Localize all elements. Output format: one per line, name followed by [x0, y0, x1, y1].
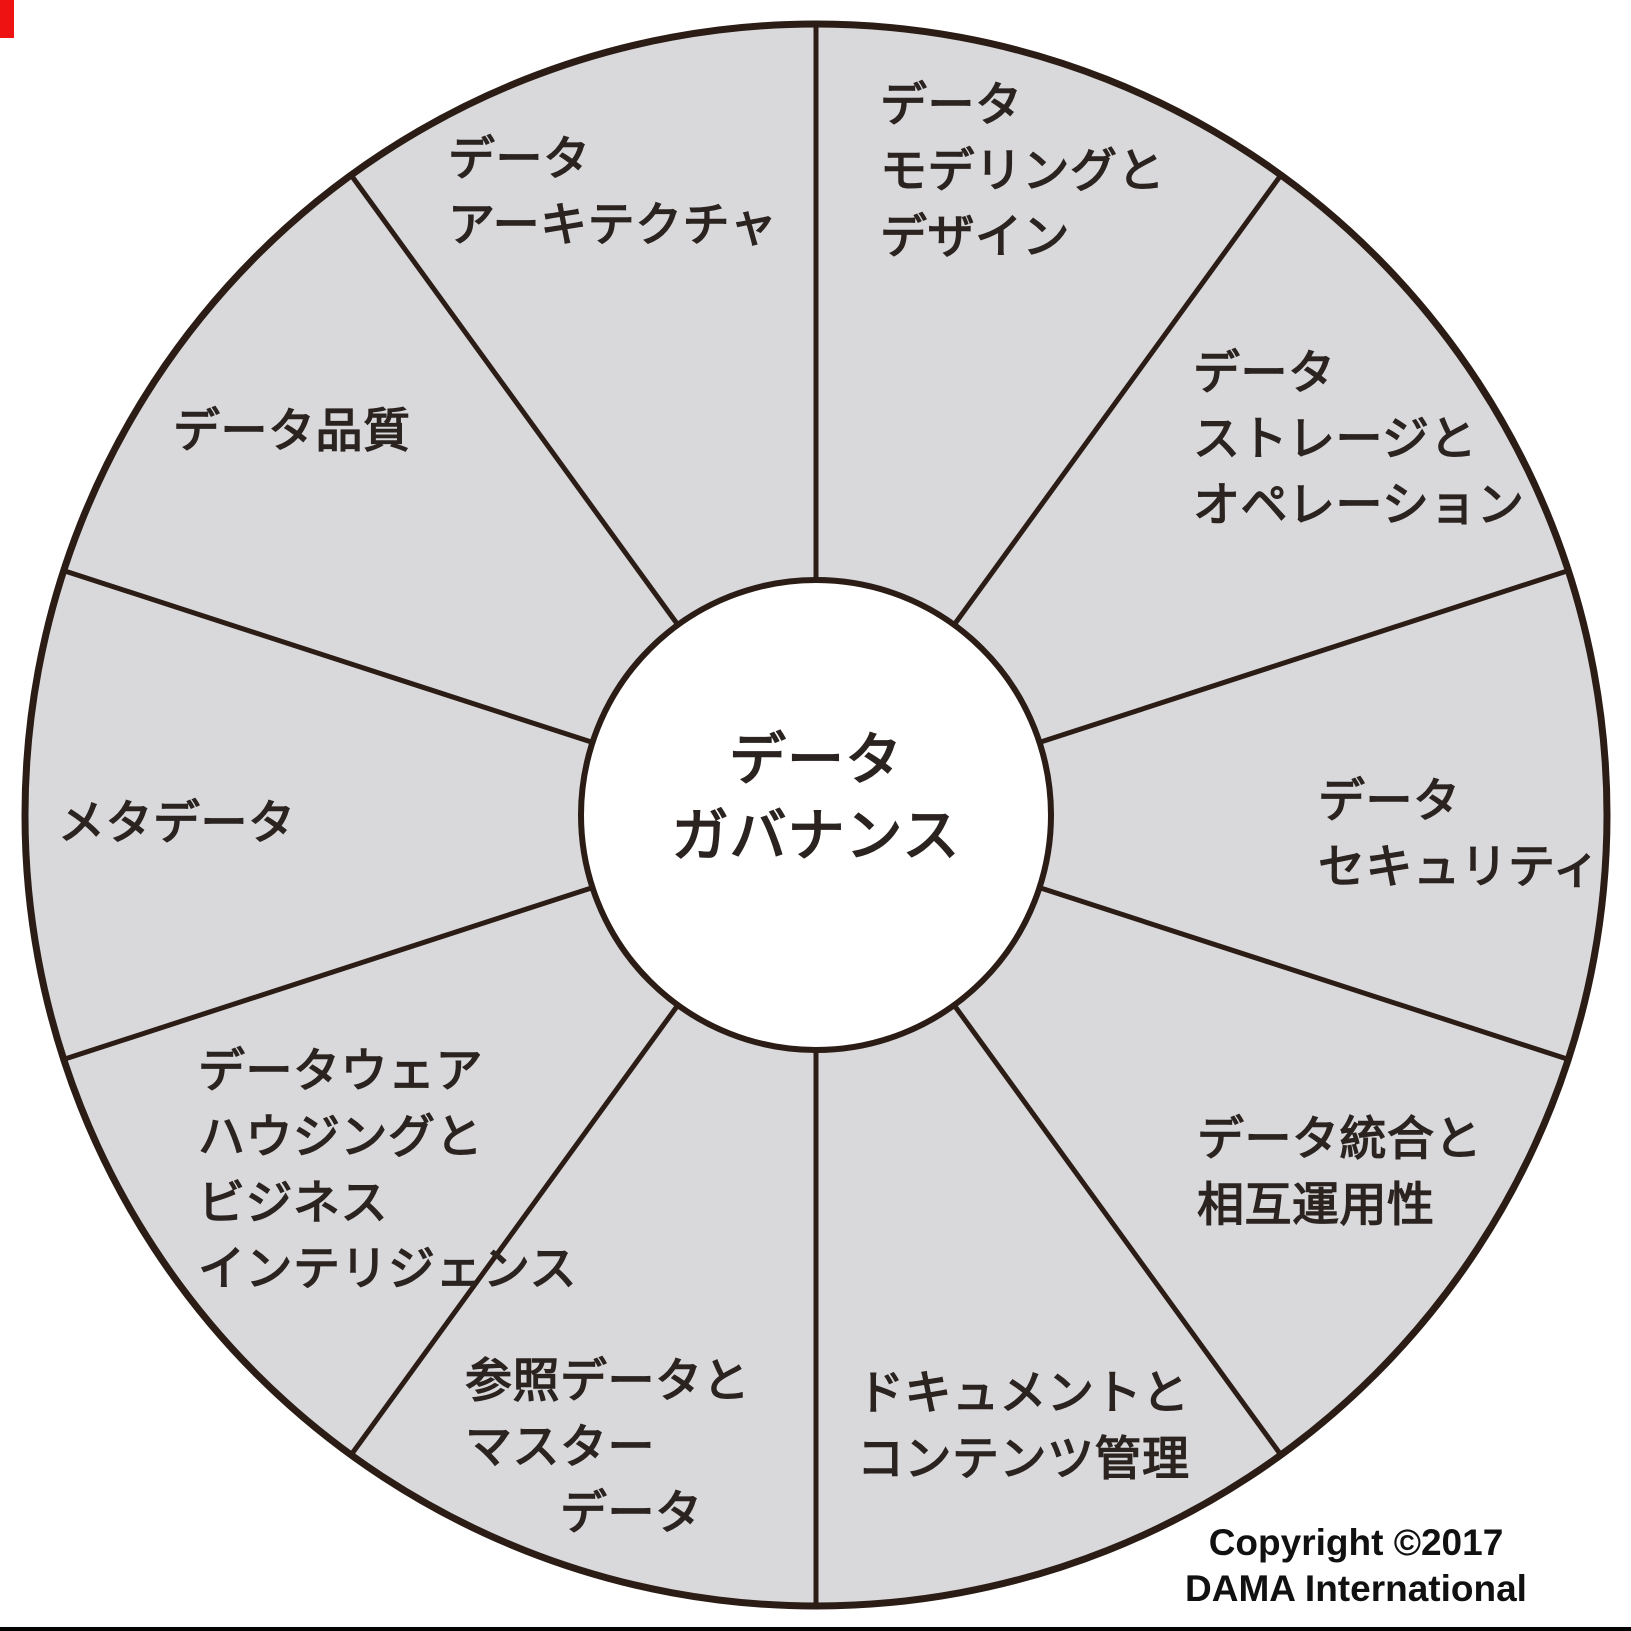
segment-label-data-storage-operations: データ ストレージと オペレーション: [1193, 346, 1525, 531]
segment-divider-line: [952, 173, 1283, 627]
segment-label-data-modeling-design: データ モデリングと デザイン: [880, 78, 1165, 263]
segment-label-metadata: メタデータ: [58, 796, 296, 849]
red-corner-mark: [0, 0, 14, 38]
segment-dividers: [62, 24, 1570, 1606]
segment-divider-line: [62, 885, 594, 1062]
segment-divider-line: [952, 1003, 1283, 1457]
copyright-notice: Copyright ©2017 DAMA International: [1185, 1522, 1527, 1609]
segment-label-data-security: データ セキュリティ: [1318, 774, 1601, 893]
segment-divider-line: [62, 568, 594, 745]
segment-label-data-quality: データ品質: [173, 404, 411, 457]
segment-divider-line: [349, 1003, 680, 1457]
segment-label-data-warehousing-bi: データウェア ハウジングと ビジネス インテリジェンス: [198, 1044, 578, 1295]
segment-label-reference-master-data: 参照データと マスター データ: [465, 1354, 750, 1539]
segment-label-document-content-management: ドキュメントと コンテンツ管理: [857, 1366, 1190, 1485]
segment-label-data-integration-interoperability: データ統合と 相互運用性: [1197, 1112, 1482, 1231]
segment-divider-line: [1038, 885, 1570, 1062]
bottom-border-line: [0, 1627, 1631, 1631]
center-label-data-governance: データ ガバナンス: [671, 728, 961, 868]
segment-label-data-architecture: データ アーキテクチャ: [448, 132, 778, 251]
segment-divider-line: [1038, 568, 1570, 745]
wheel-center-circle: [578, 577, 1054, 1053]
segment-divider-line: [349, 173, 680, 627]
